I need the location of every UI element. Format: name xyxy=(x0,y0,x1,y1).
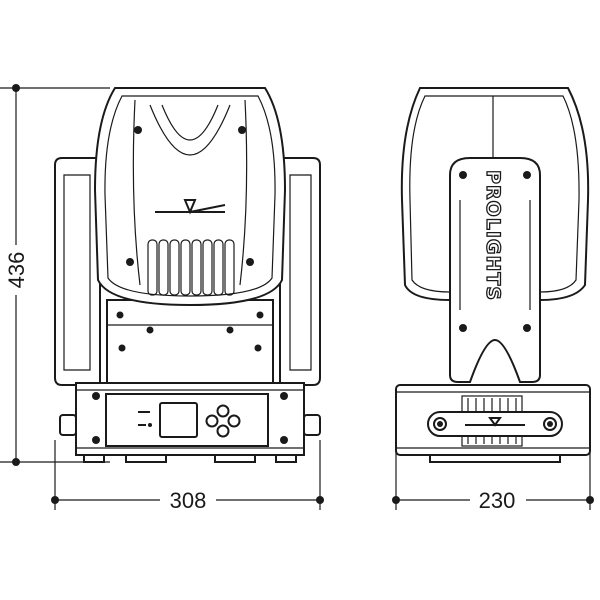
height-label: 436 xyxy=(4,252,29,289)
side-view: PROLIGHTS xyxy=(395,87,591,463)
front-view xyxy=(54,87,321,463)
height-dimension: 436 xyxy=(0,84,110,466)
front-width-label: 308 xyxy=(170,488,207,513)
down-button-icon xyxy=(216,424,230,438)
control-panel xyxy=(105,393,269,447)
menu-button-icon xyxy=(205,414,219,428)
vent-fins xyxy=(147,239,235,296)
prolights-logo: PROLIGHTS xyxy=(482,170,504,301)
side-width-label: 230 xyxy=(479,488,516,513)
enter-button-icon xyxy=(227,414,241,428)
display-screen xyxy=(159,402,198,438)
side-width-dimension: 230 xyxy=(392,440,594,514)
front-width-dimension: 308 xyxy=(51,440,324,514)
up-button-icon xyxy=(216,404,230,418)
